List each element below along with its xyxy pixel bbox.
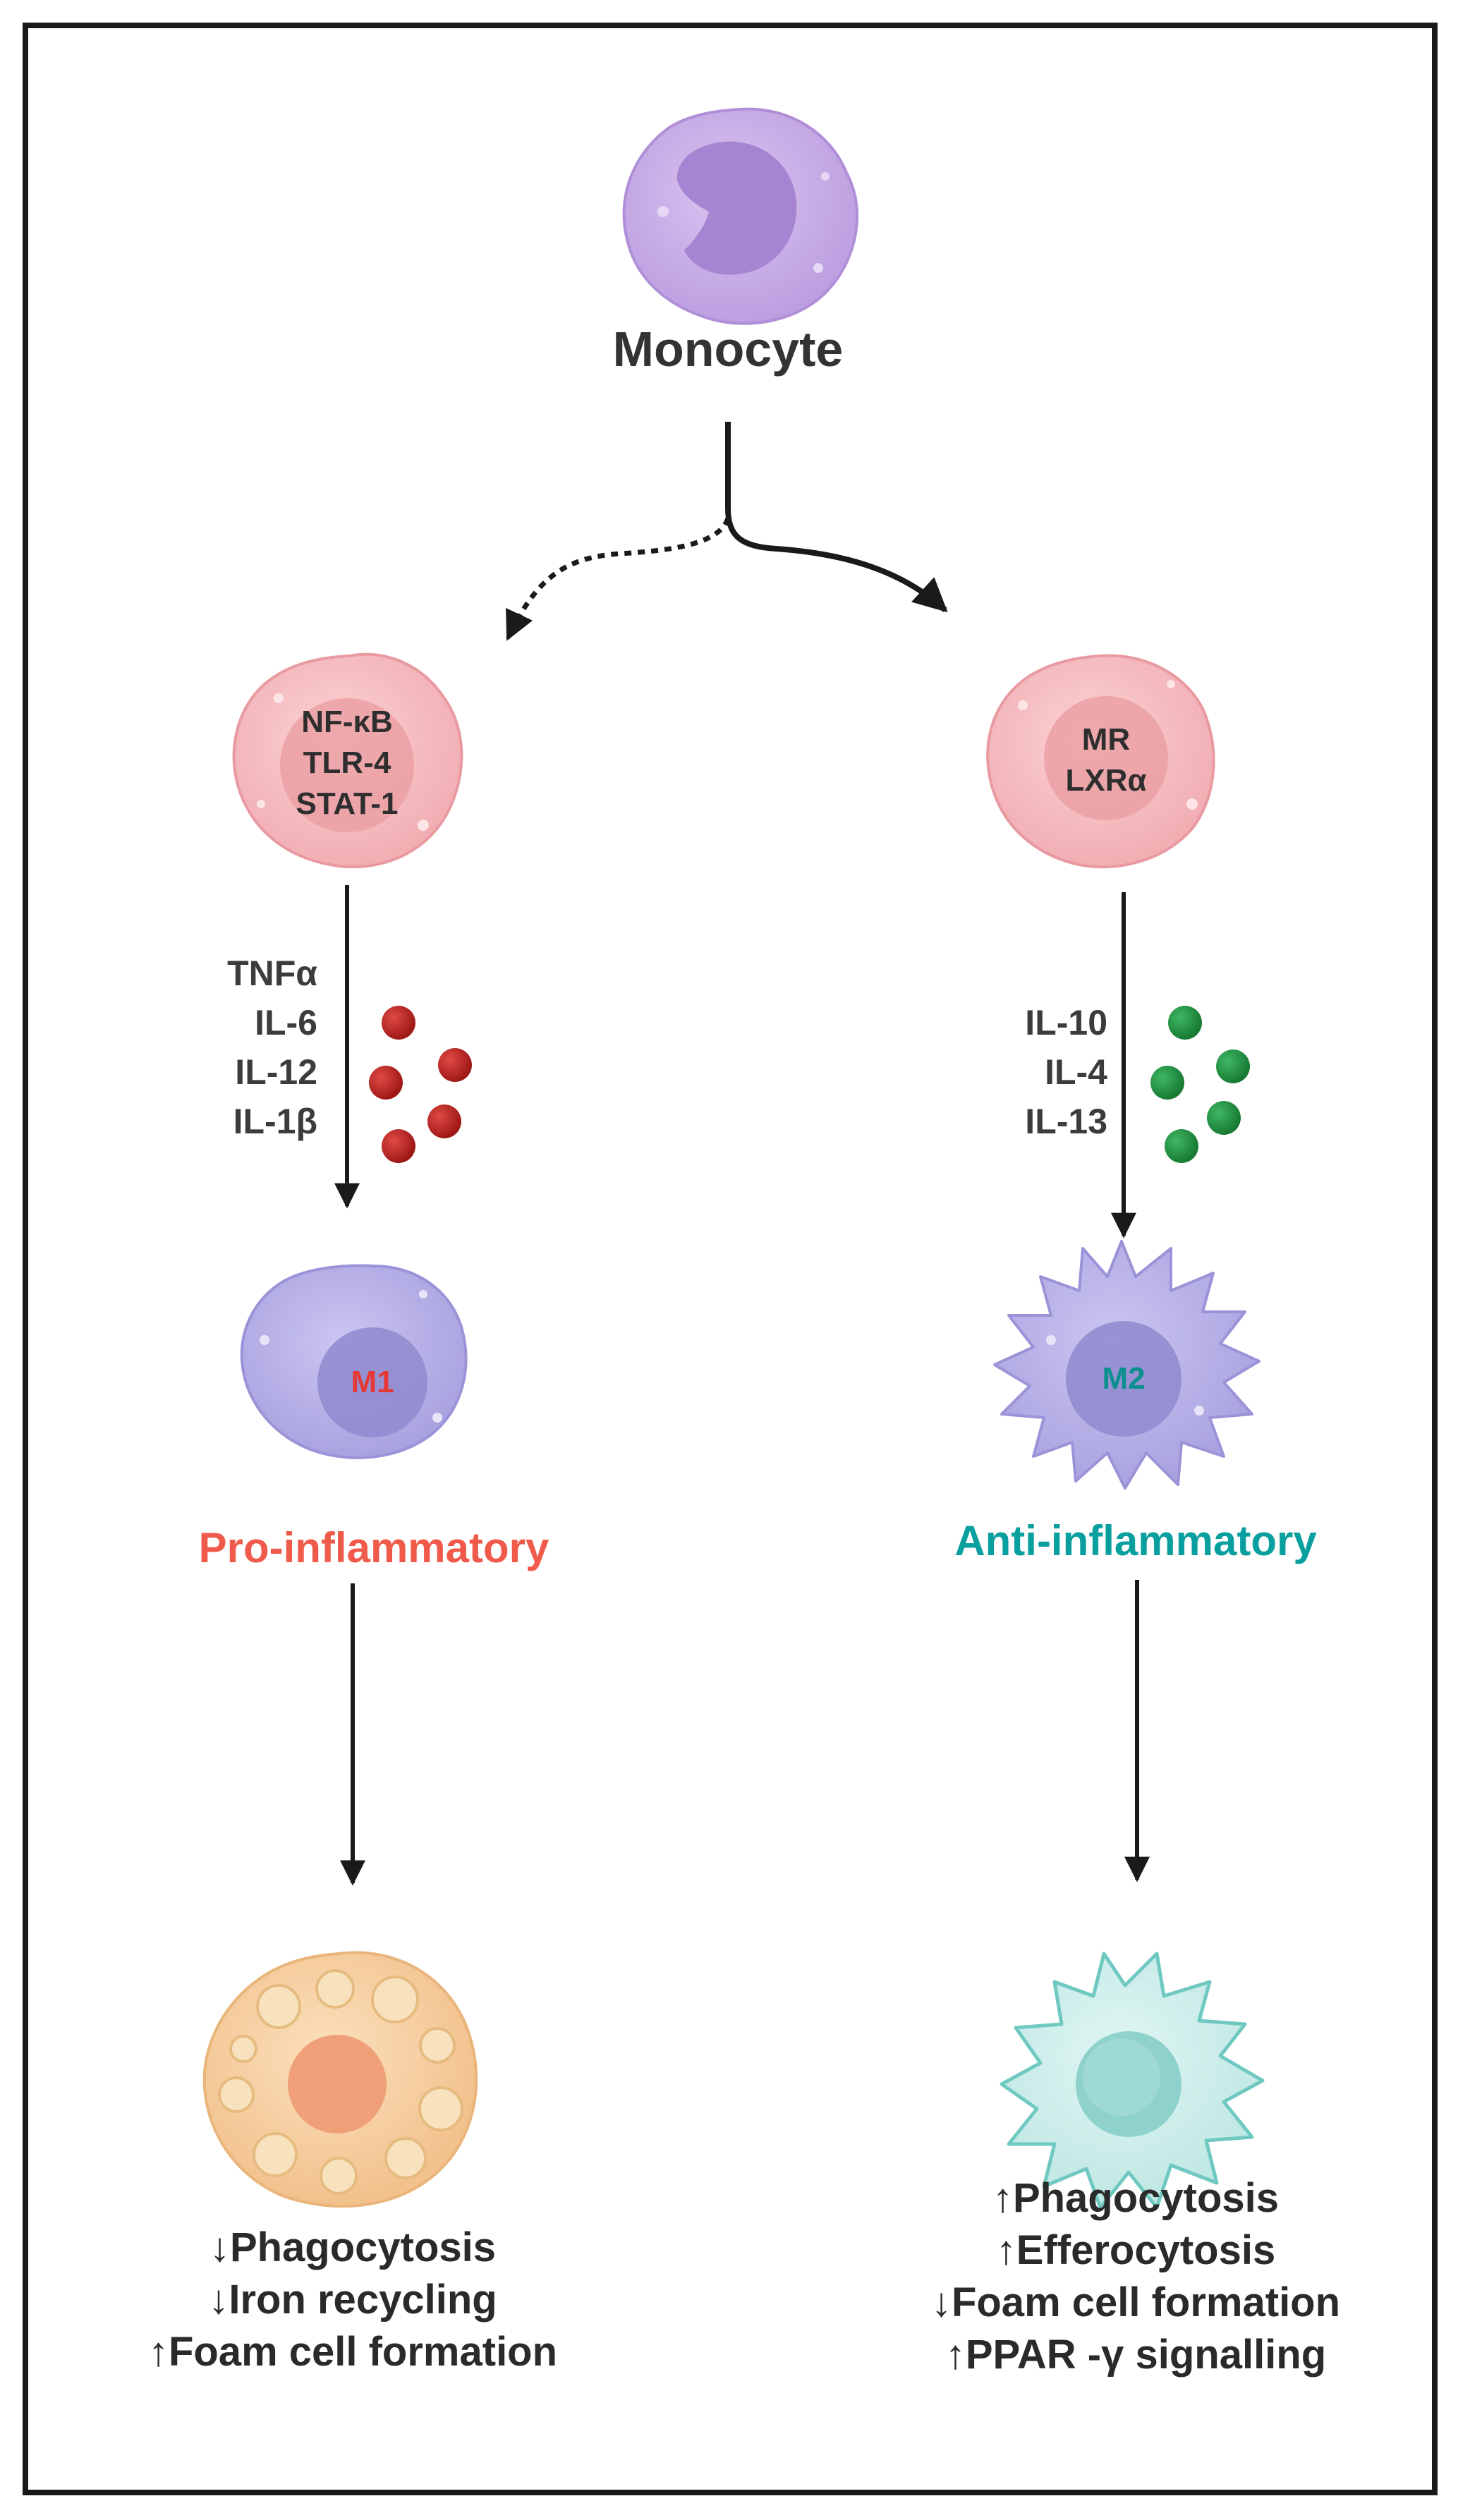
m2-precursor-markers: MR LXRα [1035, 719, 1177, 801]
anti-inflammatory-label: Anti-inflammatory [954, 1517, 1317, 1564]
cytokine-il6: IL-6 [255, 1003, 317, 1042]
marker-mr: MR [1081, 722, 1131, 757]
m1-label: M1 [351, 1365, 394, 1399]
cytokine-il10: IL-10 [1025, 1003, 1107, 1042]
marker-lxra: LXRα [1065, 763, 1147, 798]
m2-macrophage-cell [993, 1240, 1261, 1490]
lower-arrows [340, 1580, 1150, 1886]
m1-precursor-markers: NF-κB TLR-4 STAT-1 [277, 702, 418, 824]
marker-nfkb: NF-κB [301, 705, 393, 739]
m2-precursor-cell [986, 654, 1215, 869]
m1-cytokine-list: TNFα IL-6 IL-12 IL-1β [176, 949, 317, 1146]
m2-effects-list: ↑Phagocytosis ↑Efferocytosis ↓Foam cell … [868, 2172, 1404, 2381]
cytokine-tnfa: TNFα [227, 954, 317, 993]
cytokine-il13: IL-13 [1025, 1102, 1107, 1141]
monocyte-cell [622, 107, 859, 325]
m2-cytokine-dots [1150, 1006, 1250, 1163]
m2-label: M2 [1102, 1361, 1146, 1396]
cytokine-il4: IL-4 [1045, 1052, 1107, 1092]
m1-effect-phagocytosis: ↓Phagocytosis [209, 2224, 497, 2270]
cytokine-il12: IL-12 [235, 1052, 317, 1092]
m1-effect-iron-recycling: ↓Iron recycling [208, 2277, 497, 2323]
m2-effect-foam-cell: ↓Foam cell formation [930, 2279, 1341, 2325]
marker-tlr4: TLR-4 [303, 745, 391, 780]
marker-stat1: STAT-1 [296, 786, 399, 821]
m2-cytokine-list: IL-10 IL-4 IL-13 [959, 998, 1107, 1146]
cytokine-il1b: IL-1β [233, 1102, 317, 1141]
m1-cytokine-dots [369, 1006, 472, 1163]
m1-effect-foam-cell: ↑Foam cell formation [147, 2329, 558, 2375]
monocyte-label: Monocyte [612, 322, 844, 377]
m1-macrophage-cell [240, 1264, 468, 1459]
pro-inflammatory-label: Pro-inflammatory [198, 1524, 549, 1571]
m1-precursor-cell [232, 652, 463, 869]
m2-effector-cell [1000, 1952, 1265, 2210]
m2-effect-ppar: ↑PPAR -γ signalling [944, 2332, 1327, 2378]
m2-effect-phagocytosis: ↑Phagocytosis [992, 2175, 1280, 2221]
foam-cell [202, 1951, 478, 2208]
cytokine-arrows [334, 885, 1136, 1238]
m2-effect-efferocytosis: ↑Efferocytosis [995, 2227, 1276, 2273]
branch-arrows [505, 422, 948, 641]
m1-effects-list: ↓Phagocytosis ↓Iron recycling ↑Foam cell… [92, 2222, 614, 2378]
